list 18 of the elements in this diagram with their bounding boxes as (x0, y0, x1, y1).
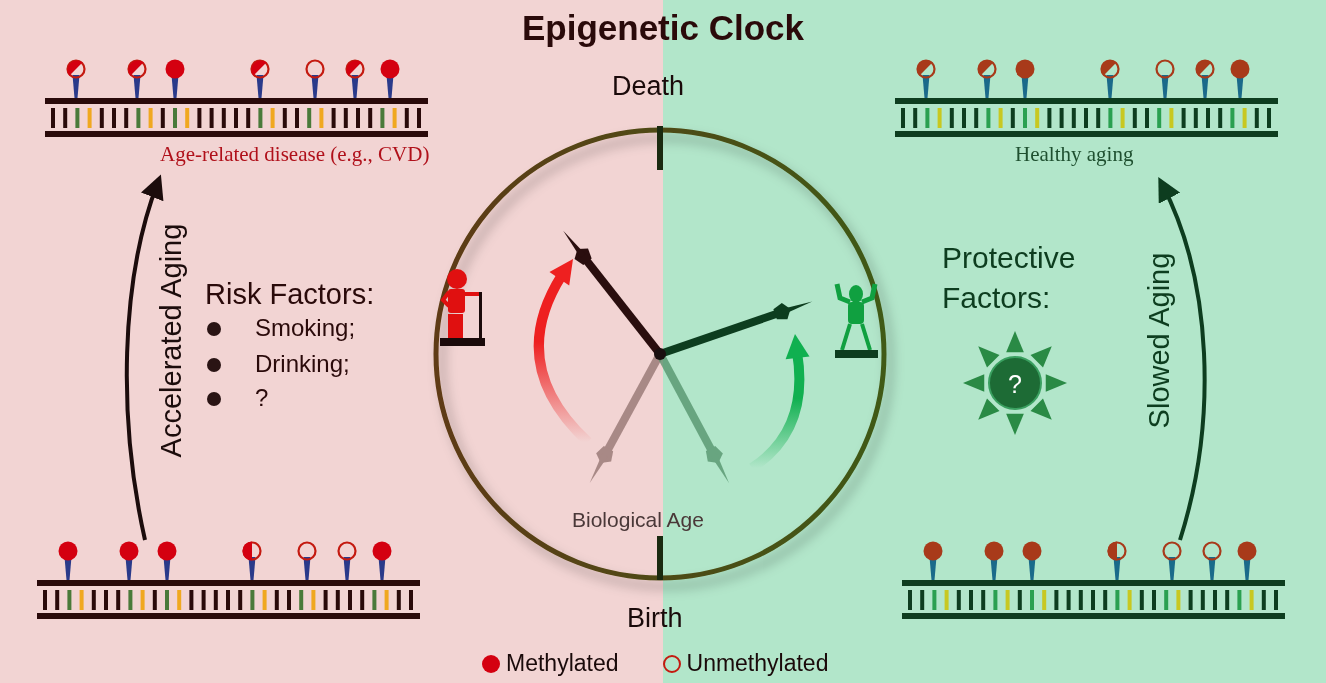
label: Protective Factors: (942, 240, 1077, 316)
label: Biological Age (572, 507, 704, 533)
label: ? (255, 384, 269, 413)
arrow (1157, 176, 1207, 541)
node-label: Age-related disease (e.g., CVD) (160, 142, 430, 167)
node-label: Healthy aging (1015, 142, 1134, 167)
label: ? (1008, 369, 1022, 399)
edge-label: Slowed Aging (1143, 252, 1177, 428)
label: Birth (627, 602, 683, 635)
arrow (124, 174, 165, 541)
label: Smoking; (255, 314, 356, 343)
label: Drinking; (255, 350, 350, 379)
label: Risk Factors: (205, 277, 375, 312)
legend-label: Unmethylated (686, 650, 829, 677)
label: Death (612, 70, 685, 103)
edge-label: Accelerated Aging (155, 223, 189, 457)
title: Epigenetic Clock (522, 8, 804, 48)
legend-label: Methylated (506, 650, 619, 677)
